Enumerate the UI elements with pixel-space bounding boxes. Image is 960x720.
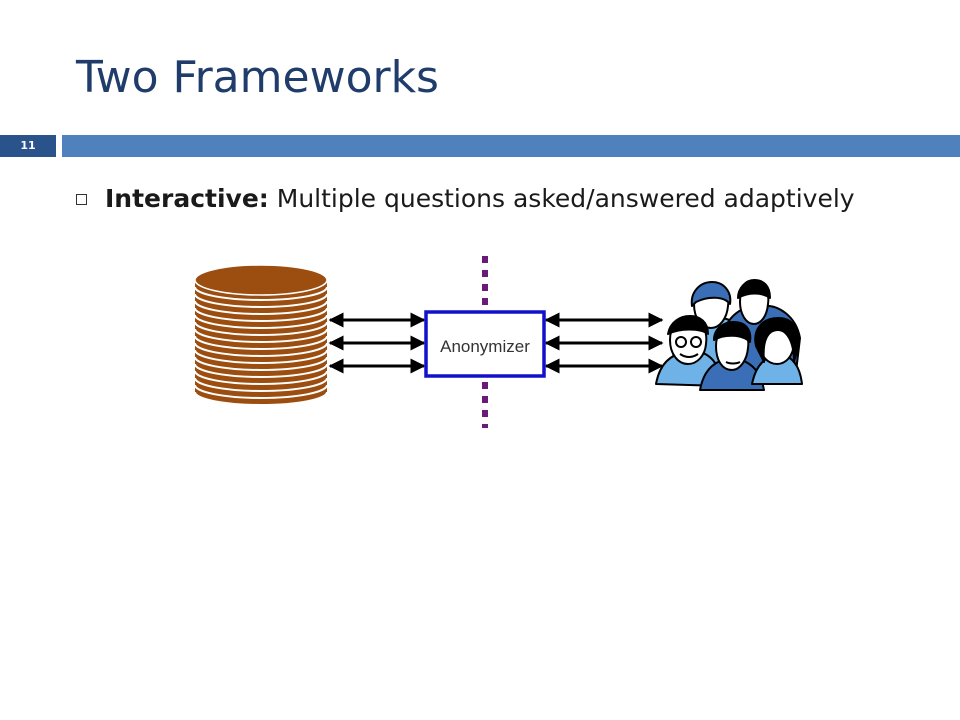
people-group-icon [655,279,803,391]
bullet-description: Multiple questions asked/answered adapti… [268,183,855,213]
left-arrows [328,312,426,374]
bullet-marker-icon [76,193,87,205]
slide-title: Two Frameworks [76,52,439,103]
bullet-text: Interactive: Multiple questions asked/an… [105,184,855,213]
anonymizer-label: Anonymizer [440,337,530,356]
anonymizer-box: Anonymizer [424,310,546,378]
bullet-item: Interactive: Multiple questions asked/an… [76,180,956,216]
database-stack-icon [194,264,328,406]
bullet-term: Interactive: [105,183,269,213]
header-bar [62,135,960,157]
right-arrows [544,312,664,374]
slide-number: 11 [0,135,56,157]
